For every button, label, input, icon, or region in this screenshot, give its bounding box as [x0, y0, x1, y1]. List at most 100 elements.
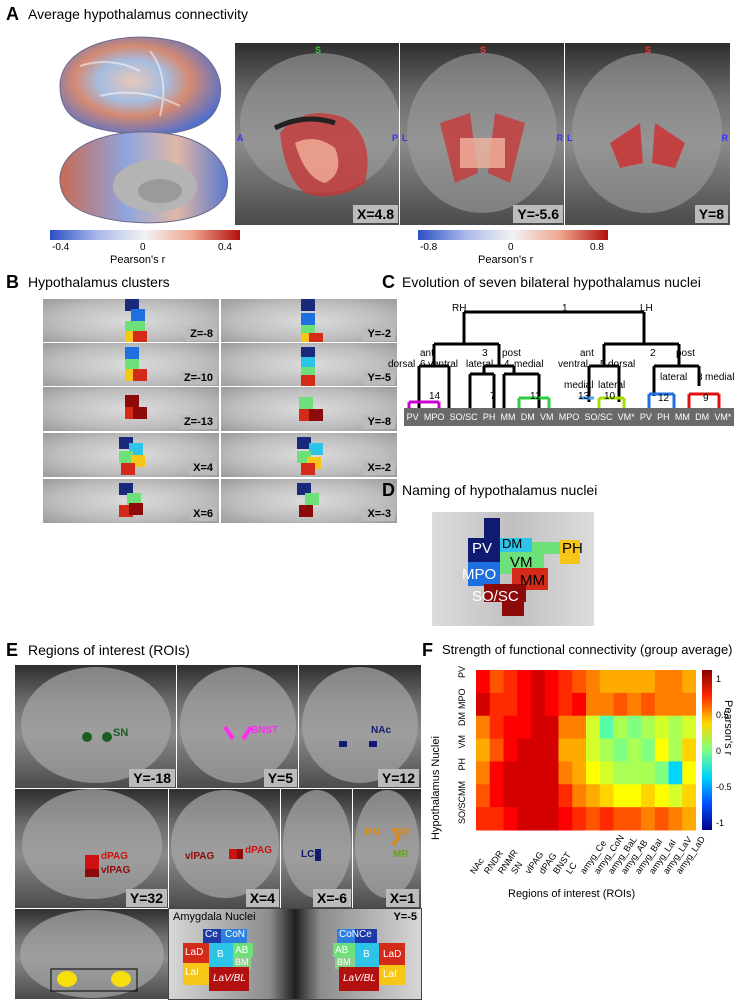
heatmap-ylabel: Hypothalamus Nuclei [430, 736, 442, 840]
slice-label: Y=32 [125, 889, 167, 907]
heatmap-cell [627, 692, 642, 717]
heatmap-cell [682, 738, 696, 762]
slice-label: Y=-18 [129, 769, 175, 787]
cluster-slice: Z=-8 [42, 298, 220, 344]
cluster-voxel [309, 409, 323, 421]
cluster-blocks [125, 347, 147, 381]
heatmap-cell [531, 761, 546, 785]
orient-anterior: A [237, 133, 244, 143]
cluster-voxel [301, 333, 315, 343]
heatmap-row-label: PH [457, 757, 467, 771]
heatmap-cell [613, 761, 628, 785]
cluster-voxel [133, 331, 147, 343]
heatmap-cell [572, 807, 587, 831]
cluster-blocks [297, 483, 319, 517]
heatmap-cell [558, 784, 573, 808]
cluster-voxel [301, 357, 315, 369]
leaf-label: SO/SC [584, 412, 613, 422]
heatmap-cell [599, 670, 614, 694]
heatmap-cell [517, 738, 532, 762]
amygdala-nuclei-map: Amygdala Nuclei Y=-5 Ce CoN LaD B AB BM … [168, 908, 422, 1000]
node-5: 5 [600, 359, 606, 370]
roi-mr: MR [393, 849, 409, 860]
heatmap-cell [613, 670, 628, 694]
node-13: 13 [578, 391, 590, 402]
slice-label: X=-6 [313, 889, 351, 907]
heatmap-xlabel: Regions of interest (ROIs) [508, 888, 636, 900]
nucleus-mm: MM [520, 572, 545, 589]
cluster-voxel [299, 505, 313, 517]
heatmap-cell [627, 738, 642, 762]
roi-lc: LC [301, 849, 315, 860]
heatmap-cell [531, 807, 546, 831]
amyg-left-lav-bl: LaV/BL [213, 973, 246, 984]
heatmap-cell [627, 784, 642, 808]
leaf-label: MM [500, 412, 516, 422]
cluster-slice: Z=-10 [42, 342, 220, 388]
nuclei-naming-map: PV DM PH VM MPO MM SO/SC [432, 512, 594, 626]
heatmap-cell [572, 692, 587, 717]
heatmap-cell [503, 692, 518, 717]
amyg-right-b: B [363, 949, 370, 960]
heatmap-cell [489, 670, 504, 694]
nucleus-so-sc: SO/SC [472, 588, 519, 605]
heatmap-cell [531, 784, 546, 808]
slice-label: Z=-8 [186, 327, 217, 341]
heatmap-cell [599, 784, 614, 808]
leaf-label: VM* [714, 412, 732, 422]
node-3: 3 [482, 348, 488, 359]
slice-label: Z=-13 [179, 415, 217, 429]
leaf-label: DM [520, 412, 535, 422]
heatmap-cell [489, 738, 504, 762]
heatmap-cell [476, 784, 491, 808]
cluster-slice: Y=-8 [220, 386, 398, 432]
node-1: 1 [562, 303, 568, 314]
heatmap-cell [586, 692, 601, 717]
node-12: 12 [658, 393, 670, 404]
heatmap-cell [641, 715, 656, 740]
slice-label: Z=-10 [179, 371, 217, 385]
heatmap-cell [599, 807, 614, 831]
amygdala-title: Amygdala Nuclei [173, 911, 256, 923]
heatmap-cell [517, 670, 532, 694]
heatmap-cell [613, 807, 628, 831]
slice-label: Y=-2 [363, 327, 395, 341]
heatmap-cell [531, 670, 546, 694]
heatmap-cell [641, 784, 656, 808]
slice-label: Y=12 [377, 769, 419, 787]
amyg-left-lad: LaD [185, 947, 204, 958]
colorbar-slices [418, 230, 608, 240]
heatmap-cell [503, 807, 518, 831]
heatmap-cell [668, 784, 683, 808]
cluster-voxel [133, 369, 147, 381]
slice-label: X=6 [189, 507, 217, 521]
node-ant-right: ant [580, 348, 594, 359]
node-14: 14 [429, 391, 441, 402]
cluster-slice: Y=-5 [220, 342, 398, 388]
colorbar-tick: 0 [716, 746, 722, 756]
heatmap-cell [599, 738, 614, 762]
cluster-voxel [301, 299, 315, 311]
leaf-label: DM [695, 412, 710, 422]
heatmap-cell [544, 670, 559, 694]
panel-e-letter: E [6, 640, 19, 660]
colorbar-mid: 0 [140, 242, 146, 253]
roi-sn: SN [113, 727, 129, 739]
heatmap-cell [489, 692, 504, 717]
cluster-blocks [119, 437, 145, 475]
heatmap-cell [489, 807, 504, 831]
cluster-voxel [297, 483, 311, 495]
cluster-blocks [297, 437, 323, 475]
orient-right: R [721, 133, 729, 143]
amyg-left-ce: Ce [205, 929, 218, 940]
heatmap-cell [476, 761, 491, 785]
heatmap-cell [627, 807, 642, 831]
heatmap-cell [476, 807, 491, 831]
heatmap-row-label: VM [457, 735, 467, 749]
cluster-voxel [121, 463, 135, 475]
heatmap-cell [613, 738, 628, 762]
heatmap-cell [572, 715, 587, 740]
amyg-left-bm: BM [235, 957, 249, 967]
heatmap-cell [544, 784, 559, 808]
heatmap-cell [586, 715, 601, 740]
